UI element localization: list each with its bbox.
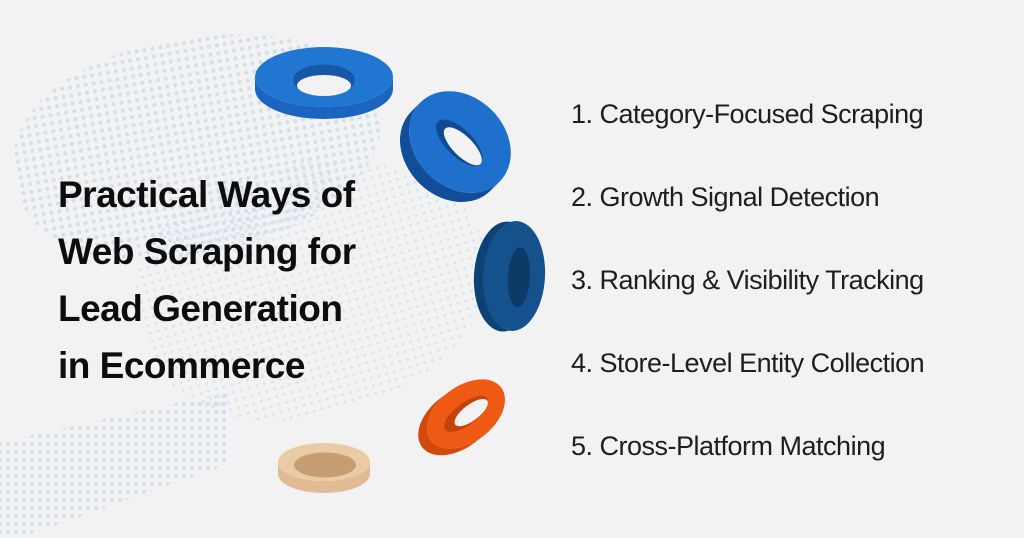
list-item: 5. Cross-Platform Matching — [571, 431, 886, 461]
methods-list: 1. Category-Focused Scraping 2. Growth S… — [571, 97, 1011, 512]
torus-blue-right-icon — [400, 91, 511, 202]
list-item: 4. Store-Level Entity Collection — [571, 348, 925, 378]
page-title-line: Practical Ways of — [58, 174, 355, 215]
torus-inner-wall — [294, 452, 356, 478]
torus-hole — [443, 127, 482, 166]
torus-wall — [278, 462, 370, 493]
torus-wall — [418, 391, 483, 456]
page-title-line: Web Scraping for — [58, 231, 356, 272]
torus-inner-wall — [507, 247, 531, 308]
page-title-line: in Ecommerce — [58, 345, 305, 386]
torus-wall — [255, 77, 393, 119]
list-item: 1. Category-Focused Scraping — [571, 99, 924, 129]
torus-orange-icon — [418, 379, 505, 456]
torus-wall — [400, 102, 500, 202]
list-item: 3. Ranking & Visibility Tracking — [571, 265, 924, 295]
page-title: Practical Ways of Web Scraping for Lead … — [58, 166, 458, 394]
torus-tan-icon — [278, 443, 370, 493]
torus-blue-top-icon — [255, 47, 393, 119]
torus-hole — [454, 398, 488, 427]
list-item: 2. Growth Signal Detection — [571, 182, 880, 212]
torus-hole — [297, 75, 351, 96]
torus-navy-middle-icon — [473, 221, 546, 332]
page-title-line: Lead Generation — [58, 288, 343, 329]
